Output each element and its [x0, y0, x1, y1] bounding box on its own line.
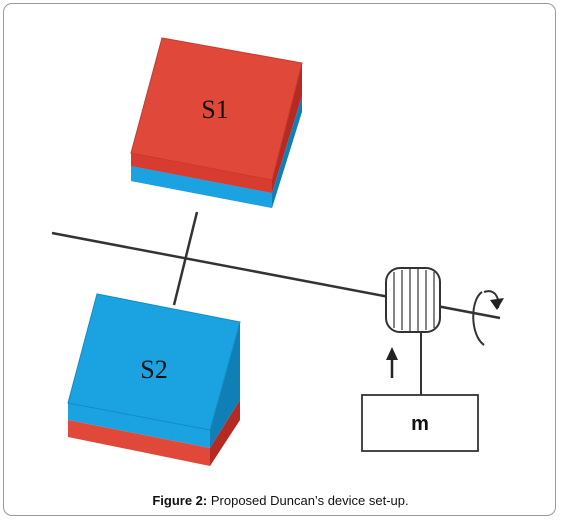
up-arrow-icon [386, 347, 398, 378]
connecting-rod [172, 211, 199, 306]
spool [385, 267, 441, 333]
rotation-arrow-icon [472, 290, 504, 346]
mass-label: m [411, 413, 429, 435]
s2-label: S2 [140, 355, 167, 384]
s1-label: S1 [201, 95, 228, 124]
source-s2-block: S2 [67, 293, 241, 466]
source-s1-block: S1 [130, 37, 303, 208]
mass-block: m [361, 394, 479, 452]
caption-text: Proposed Duncan’s device set-up. [207, 493, 409, 508]
figure-caption: Figure 2: Proposed Duncan’s device set-u… [0, 493, 561, 508]
caption-label: Figure 2: [152, 493, 208, 508]
